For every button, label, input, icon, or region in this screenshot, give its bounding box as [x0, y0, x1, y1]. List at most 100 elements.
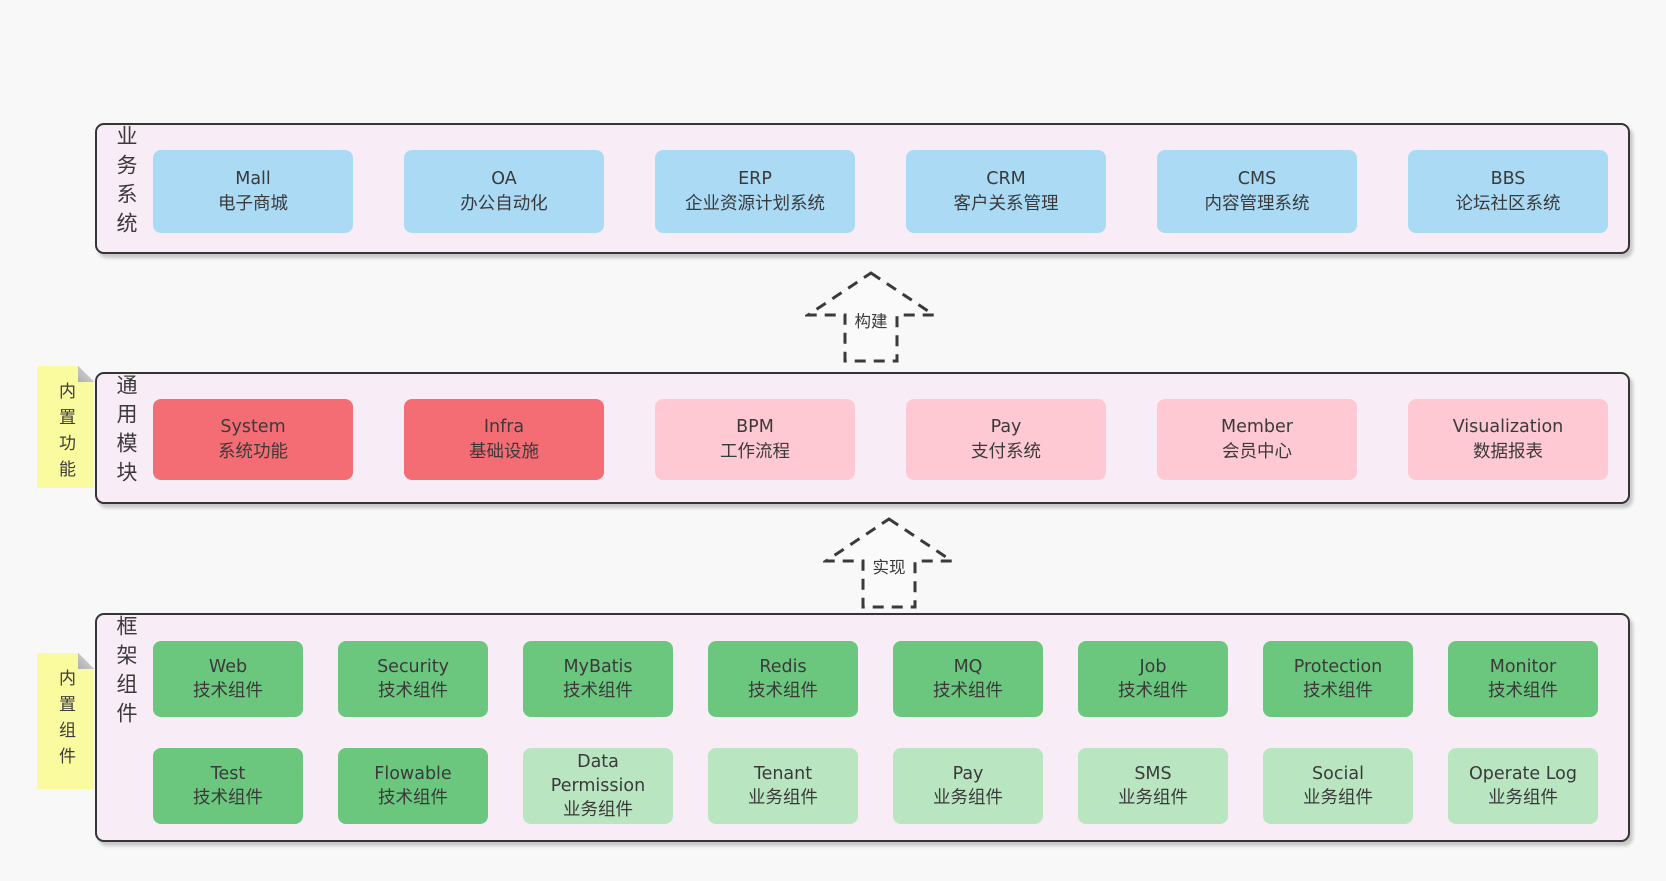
- box-title: MyBatis: [563, 656, 633, 677]
- sticky-label: 内置组件: [55, 669, 75, 773]
- box-subtitle: 内容管理系统: [1204, 193, 1310, 214]
- box-bbs: BBS 论坛社区系统: [1408, 150, 1608, 233]
- box-title: CRM: [986, 169, 1026, 190]
- box-subtitle: 业务组件: [1488, 788, 1558, 808]
- box-cms: CMS 内容管理系统: [1157, 150, 1357, 233]
- box-bpm: BPM 工作流程: [655, 399, 855, 480]
- box-subtitle: 业务组件: [933, 788, 1003, 808]
- box-title: Monitor: [1489, 656, 1557, 677]
- arrow-label: 实现: [869, 554, 909, 578]
- sticky-label: 内置功能: [55, 382, 75, 486]
- box-title: Data Permission: [550, 751, 646, 796]
- box-protection: Protection 技术组件: [1263, 641, 1413, 717]
- business-systems-row: Mall 电子商城 OA 办公自动化 ERP 企业资源计划系统 CRM 客户关系管理 CMS 内容…: [153, 150, 1608, 233]
- box-subtitle: 办公自动化: [460, 193, 548, 214]
- arrow-label: 构建: [851, 308, 891, 332]
- box-title: OA: [491, 169, 517, 190]
- box-oa: OA 办公自动化: [404, 150, 604, 233]
- box-redis: Redis 技术组件: [708, 641, 858, 717]
- box-subtitle: 技术组件: [748, 681, 818, 701]
- box-subtitle: 技术组件: [563, 681, 633, 701]
- box-subtitle: 客户关系管理: [953, 193, 1059, 214]
- box-title: Web: [208, 656, 248, 677]
- box-mybatis: MyBatis 技术组件: [523, 641, 673, 717]
- box-title: ERP: [738, 169, 772, 190]
- box-title: Infra: [483, 417, 525, 438]
- box-title: System: [220, 417, 286, 438]
- box-title: SMS: [1134, 763, 1172, 784]
- box-title: Social: [1312, 763, 1364, 784]
- box-title: Tenant: [753, 763, 813, 784]
- box-title: MQ: [953, 656, 983, 677]
- box-subtitle: 技术组件: [193, 788, 263, 808]
- box-pay: Pay 支付系统: [906, 399, 1106, 480]
- box-subtitle: 工作流程: [720, 441, 790, 462]
- box-title: Job: [1139, 656, 1167, 677]
- box-subtitle: 技术组件: [1488, 681, 1558, 701]
- box-subtitle: 技术组件: [933, 681, 1003, 701]
- box-title: Pay: [952, 763, 984, 784]
- box-title: Test: [210, 763, 246, 784]
- box-pay: Pay 业务组件: [893, 748, 1043, 824]
- folded-corner-icon: [78, 366, 94, 382]
- box-subtitle: 业务组件: [1303, 788, 1373, 808]
- box-social: Social 业务组件: [1263, 748, 1413, 824]
- side-label-framework-components: 框架组件: [114, 615, 138, 731]
- box-subtitle: 技术组件: [378, 788, 448, 808]
- box-title: CMS: [1237, 169, 1277, 190]
- box-title: Member: [1221, 417, 1293, 438]
- box-subtitle: 会员中心: [1222, 441, 1292, 462]
- box-title: Operate Log: [1468, 763, 1578, 784]
- sticky-note-builtin-features: 内置功能: [37, 366, 94, 488]
- box-security: Security 技术组件: [338, 641, 488, 717]
- box-mq: MQ 技术组件: [893, 641, 1043, 717]
- box-subtitle: 论坛社区系统: [1455, 193, 1561, 214]
- box-title: Mall: [235, 169, 271, 190]
- box-subtitle: 技术组件: [1303, 681, 1373, 701]
- side-label-common-modules: 通用模块: [114, 374, 138, 490]
- box-title: Flowable: [374, 763, 452, 784]
- box-title: BBS: [1490, 169, 1526, 190]
- box-mall: Mall 电子商城: [153, 150, 353, 233]
- box-subtitle: 电子商城: [218, 193, 288, 214]
- box-subtitle: 企业资源计划系统: [685, 193, 825, 214]
- box-title: Pay: [990, 417, 1022, 438]
- box-title: Visualization: [1452, 417, 1564, 438]
- box-subtitle: 基础设施: [469, 441, 539, 462]
- box-infra: Infra 基础设施: [404, 399, 604, 480]
- box-subtitle: 支付系统: [971, 441, 1041, 462]
- box-tenant: Tenant 业务组件: [708, 748, 858, 824]
- box-subtitle: 业务组件: [563, 800, 633, 821]
- implement-arrow: 实现: [823, 516, 955, 610]
- box-operate-log: Operate Log 业务组件: [1448, 748, 1598, 824]
- box-visualization: Visualization 数据报表: [1408, 399, 1608, 480]
- box-subtitle: 技术组件: [193, 681, 263, 701]
- box-subtitle: 技术组件: [378, 681, 448, 701]
- box-data-permission: Data Permission 业务组件: [523, 748, 673, 824]
- box-title: Redis: [759, 656, 807, 677]
- box-subtitle: 业务组件: [1118, 788, 1188, 808]
- business-systems-panel: 业务系统 Mall 电子商城 OA 办公自动化 ERP 企业资源计划系统 CRM 客户关系管理…: [95, 123, 1630, 254]
- box-subtitle: 业务组件: [748, 788, 818, 808]
- box-monitor: Monitor 技术组件: [1448, 641, 1598, 717]
- box-subtitle: 数据报表: [1473, 441, 1543, 462]
- sticky-note-builtin-components: 内置组件: [37, 653, 94, 789]
- build-arrow: 构建: [805, 270, 937, 364]
- box-title: Security: [377, 656, 449, 677]
- folded-corner-icon: [78, 653, 94, 669]
- box-title: BPM: [736, 417, 774, 438]
- side-label-business-systems: 业务系统: [114, 125, 138, 241]
- box-erp: ERP 企业资源计划系统: [655, 150, 855, 233]
- box-flowable: Flowable 技术组件: [338, 748, 488, 824]
- box-sms: SMS 业务组件: [1078, 748, 1228, 824]
- box-title: Protection: [1293, 656, 1383, 677]
- box-web: Web 技术组件: [153, 641, 303, 717]
